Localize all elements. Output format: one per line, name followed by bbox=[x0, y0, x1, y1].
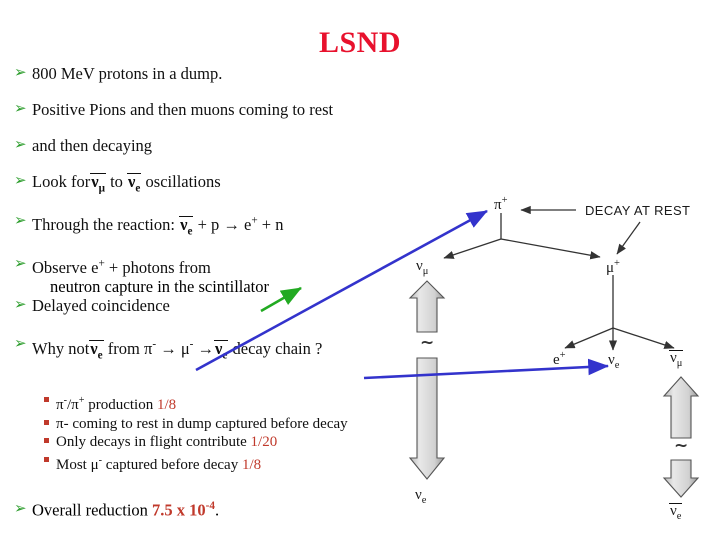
blue-arrow-to-nu-e bbox=[363, 358, 610, 380]
square-bullet-icon bbox=[44, 456, 49, 462]
square-bullet-icon bbox=[44, 419, 49, 425]
bullet-why-not: ➢ Why notνe from π- → μ- →νe decay chain… bbox=[14, 334, 444, 362]
decay-line-mu-to-eplus bbox=[564, 327, 614, 349]
page-title: LSND bbox=[318, 26, 402, 59]
bullet-observe: ➢ Observe e+ + photons from bbox=[14, 253, 444, 278]
diagram-label-mu-plus: μ+ bbox=[606, 258, 620, 276]
diagram-label-nu-mu: νμ bbox=[416, 258, 429, 277]
bullet-decaying: ➢ and then decaying bbox=[14, 135, 444, 155]
sub-bullet-text: π- coming to rest in dump captured befor… bbox=[56, 415, 348, 432]
square-bullet-icon bbox=[44, 397, 49, 402]
bullet-text: Why notνe from π- → μ- →νe decay chain ? bbox=[32, 338, 323, 362]
sub-bullet-text: Most μ- captured before decay bbox=[56, 454, 242, 473]
bullet-observe-continuation: neutron capture in the scintillator bbox=[50, 277, 270, 297]
bullet-arrow-icon: ➢ bbox=[14, 99, 27, 117]
sub-bullet-text: π-/π+ production bbox=[56, 395, 157, 413]
diagram-label-e-plus: e+ bbox=[553, 350, 566, 368]
bullet-arrow-icon: ➢ bbox=[14, 334, 27, 353]
decay-at-rest-arrow-to-mu bbox=[616, 221, 641, 255]
sub-bullet-pion-production: π-/π+ production 1/8 bbox=[44, 392, 464, 415]
bullet-arrow-icon: ➢ bbox=[14, 63, 27, 81]
bullet-arrow-icon: ➢ bbox=[14, 253, 27, 272]
bullet-arrow-icon: ➢ bbox=[14, 171, 27, 189]
bullet-arrow-icon: ➢ bbox=[14, 295, 27, 314]
bullet-text: and then decaying bbox=[32, 136, 153, 155]
sub-bullet-muon-captured: Most μ- captured before decay 1/8 bbox=[44, 452, 464, 475]
diagram-label-nu-e-decay: νe bbox=[608, 352, 620, 371]
overall-exponent: -4 bbox=[205, 500, 216, 512]
bullet-delayed: ➢ Delayed coincidence bbox=[14, 295, 444, 316]
oscillation-arrow-up-nubarmu bbox=[662, 376, 700, 439]
decay-line-pi-to-numu bbox=[443, 238, 502, 259]
square-bullet-icon bbox=[44, 438, 49, 443]
bullet-text: Look forνμ to νe oscillations bbox=[32, 172, 221, 195]
diagram-label-pi-plus: π+ bbox=[494, 195, 508, 213]
sub-bullet-value: 1/20 bbox=[250, 434, 278, 450]
bullet-arrow-icon: ➢ bbox=[14, 135, 27, 153]
sub-bullet-list: π-/π+ production 1/8 π- coming to rest i… bbox=[44, 392, 464, 474]
oscillation-symbol-right: ~ bbox=[674, 436, 689, 456]
sub-bullet-value: 1/8 bbox=[241, 456, 262, 473]
sub-bullet-decays-in-flight: Only decays in flight contribute 1/20 bbox=[44, 433, 464, 452]
bullet-text: Positive Pions and then muons coming to … bbox=[32, 100, 334, 119]
sub-bullet-pion-rest: π- coming to rest in dump captured befor… bbox=[44, 415, 464, 434]
oscillation-symbol-left: ~ bbox=[420, 333, 435, 353]
bullet-protons: ➢ 800 MeV protons in a dump. bbox=[14, 63, 444, 83]
decay-line-pi-to-muplus bbox=[500, 238, 601, 260]
bullet-text: 800 MeV protons in a dump. bbox=[32, 64, 223, 83]
decay-at-rest-caption: DECAY AT REST bbox=[585, 203, 691, 218]
bullet-pions: ➢ Positive Pions and then muons coming t… bbox=[14, 99, 444, 119]
oscillation-arrow-down-nubare bbox=[662, 459, 700, 498]
overall-value: 7.5 x 10 bbox=[152, 500, 206, 520]
bullet-reaction: ➢ Through the reaction: νe + p → e+ + n bbox=[14, 210, 444, 238]
sub-bullet-text: Only decays in flight contribute bbox=[56, 434, 247, 450]
bullet-arrow-icon: ➢ bbox=[14, 499, 27, 517]
sub-bullet-value: 1/8 bbox=[156, 397, 177, 413]
bullet-text: Through the reaction: νe + p → e+ + n bbox=[32, 214, 284, 238]
diagram-label-nubar-e-osc: νe bbox=[669, 503, 683, 522]
diagram-label-nubar-mu: νμ bbox=[669, 350, 684, 369]
overall-suffix: . bbox=[215, 500, 220, 520]
bullet-text: Delayed coincidence bbox=[32, 296, 170, 316]
decay-line-mu-to-nubarmu bbox=[612, 327, 675, 349]
bullet-text: Observe e+ + photons from bbox=[32, 257, 211, 278]
diagram-label-nu-e-osc: νe bbox=[415, 487, 427, 506]
bullet-list: ➢ 800 MeV protons in a dump. ➢ Positive … bbox=[14, 63, 444, 362]
bullet-look-for: ➢ Look forνμ to νe oscillations bbox=[14, 171, 444, 195]
bullet-arrow-icon: ➢ bbox=[14, 210, 27, 229]
bullet-overall-reduction: ➢ Overall reduction 7.5 x 10-4. bbox=[14, 499, 220, 521]
overall-prefix: Overall reduction bbox=[32, 500, 148, 520]
